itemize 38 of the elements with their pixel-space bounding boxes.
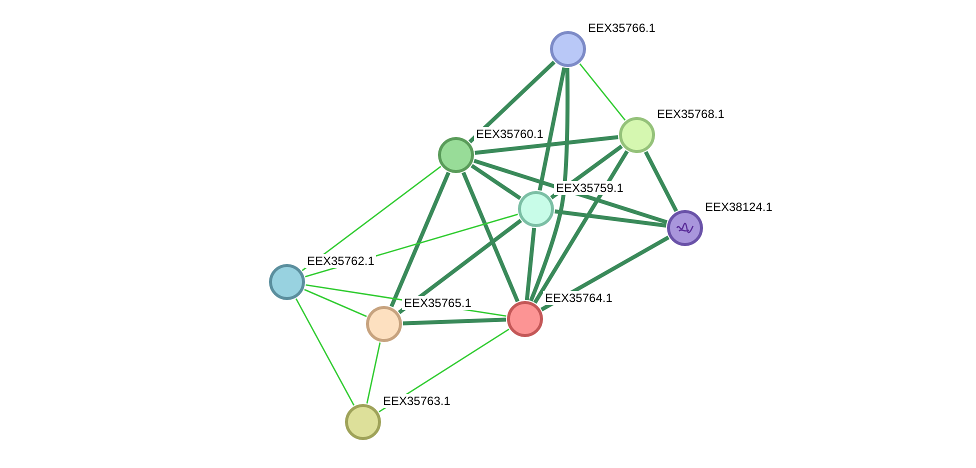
interaction-line bbox=[462, 172, 520, 302]
interaction-line bbox=[398, 218, 522, 314]
interaction-line bbox=[295, 298, 355, 406]
interaction-line bbox=[579, 63, 626, 121]
protein-label: EEX35760.1 bbox=[474, 127, 546, 141]
protein-node bbox=[269, 264, 305, 300]
interaction-line bbox=[554, 209, 666, 228]
protein-label: EEX35763.1 bbox=[381, 394, 452, 408]
interaction-line bbox=[302, 166, 442, 272]
interaction-line bbox=[540, 236, 670, 312]
interaction-line bbox=[533, 150, 629, 304]
interaction-line bbox=[529, 68, 570, 302]
protein-label: EEX38124.1 bbox=[703, 200, 774, 214]
protein-node bbox=[507, 301, 543, 337]
protein-label: EEX35764.1 bbox=[543, 291, 614, 305]
interaction-line bbox=[402, 318, 506, 326]
interaction-line bbox=[304, 288, 367, 318]
interaction-line bbox=[644, 150, 678, 212]
protein-node bbox=[438, 137, 474, 173]
protein-node bbox=[550, 31, 586, 67]
protein-label: EEX35768.1 bbox=[655, 107, 726, 121]
protein-node bbox=[619, 117, 655, 153]
protein-node bbox=[345, 404, 381, 440]
interaction-line bbox=[390, 172, 450, 308]
interaction-line bbox=[474, 158, 668, 224]
interaction-line bbox=[468, 60, 556, 144]
protein-node bbox=[518, 191, 554, 227]
protein-label: EEX35765.1 bbox=[402, 296, 474, 310]
interaction-line bbox=[524, 228, 536, 300]
protein-label: EEX35762.1 bbox=[305, 254, 376, 268]
interaction-line bbox=[366, 342, 381, 404]
protein-label: EEX35759.1 bbox=[554, 181, 626, 195]
protein-node bbox=[366, 306, 402, 342]
interaction-line bbox=[538, 67, 566, 191]
protein-label: EEX35766.1 bbox=[586, 21, 658, 35]
interaction-line bbox=[474, 135, 618, 155]
interaction-line bbox=[470, 164, 522, 200]
protein-node bbox=[667, 210, 703, 246]
